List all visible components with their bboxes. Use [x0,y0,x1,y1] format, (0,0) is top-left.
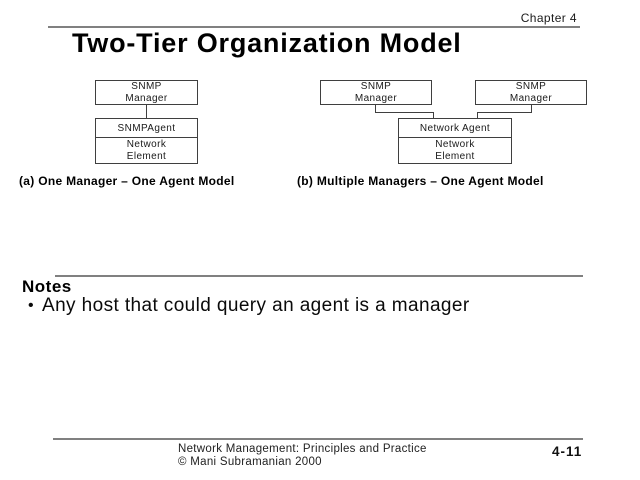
diagram-b-snmp-manager-left-box: SNMP Manager [320,80,432,105]
notes-rule [55,275,583,277]
diagram-a-element-line2: Element [126,150,167,162]
footer-credits: Network Management: Principles and Pract… [178,443,427,468]
diagram-a-caption: (a) One Manager – One Agent Model [19,174,235,188]
footer-rule [53,438,583,440]
diagram-b-network-agent-box: Network Agent [399,119,511,137]
diagram-b-connector-right-horizontal [477,112,532,113]
footer-copyright: © Mani Subramanian 2000 [178,455,322,468]
diagram-b-network-element-box: Network Element [399,137,511,163]
chapter-label: Chapter 4 [520,11,577,25]
footer-book-title: Network Management: Principles and Pract… [178,443,427,455]
diagram-b-connector-left-horizontal [375,112,434,113]
diagram-a-connector-line [146,105,147,118]
diagram-b-connector-right-vertical-bottom [477,112,478,118]
diagram-b-caption: (b) Multiple Managers – One Agent Model [297,174,544,188]
diagram-b-manager-right-line1: SNMP [515,80,547,92]
diagram-b-snmp-manager-right-box: SNMP Manager [475,80,587,105]
diagram-b-agent-element-stack: Network Agent Network Element [398,118,512,164]
diagram-b-manager-right-line2: Manager [509,92,553,104]
diagram-b-element-line2: Element [435,150,475,162]
bullet-icon: • [28,297,35,314]
diagram-b-element-line1: Network [435,138,475,150]
diagram-a-manager-line1: SNMP [131,80,162,92]
notes-bullet-text: Any host that could query an agent is a … [42,295,470,316]
page-title: Two-Tier Organization Model [72,28,462,58]
notes-heading: Notes [22,277,72,296]
diagram-a-agent-label: SNMPAgent [117,122,176,134]
diagram-b-connector-right-vertical-top [531,105,532,113]
diagram-a-manager-line2: Manager [125,92,168,104]
diagram-a-snmp-agent-box: SNMPAgent [96,119,197,137]
diagram-b-connector-left-vertical-top [375,105,376,113]
diagram-b-agent-label: Network Agent [419,122,491,134]
diagram-a-snmp-manager-box: SNMP Manager [95,80,198,105]
page-number: 4-11 [552,444,583,459]
diagram-b-manager-left-line1: SNMP [360,80,392,92]
diagram-b-manager-left-line2: Manager [354,92,398,104]
notes-bullet-item: • Any host that could query an agent is a… [28,295,470,317]
diagram-a-element-line1: Network [126,138,167,150]
diagram-b-connector-left-vertical-bottom [433,112,434,118]
diagram-a-agent-element-stack: SNMPAgent Network Element [95,118,198,164]
header-rule [48,26,580,28]
diagram-a-network-element-box: Network Element [96,137,197,163]
